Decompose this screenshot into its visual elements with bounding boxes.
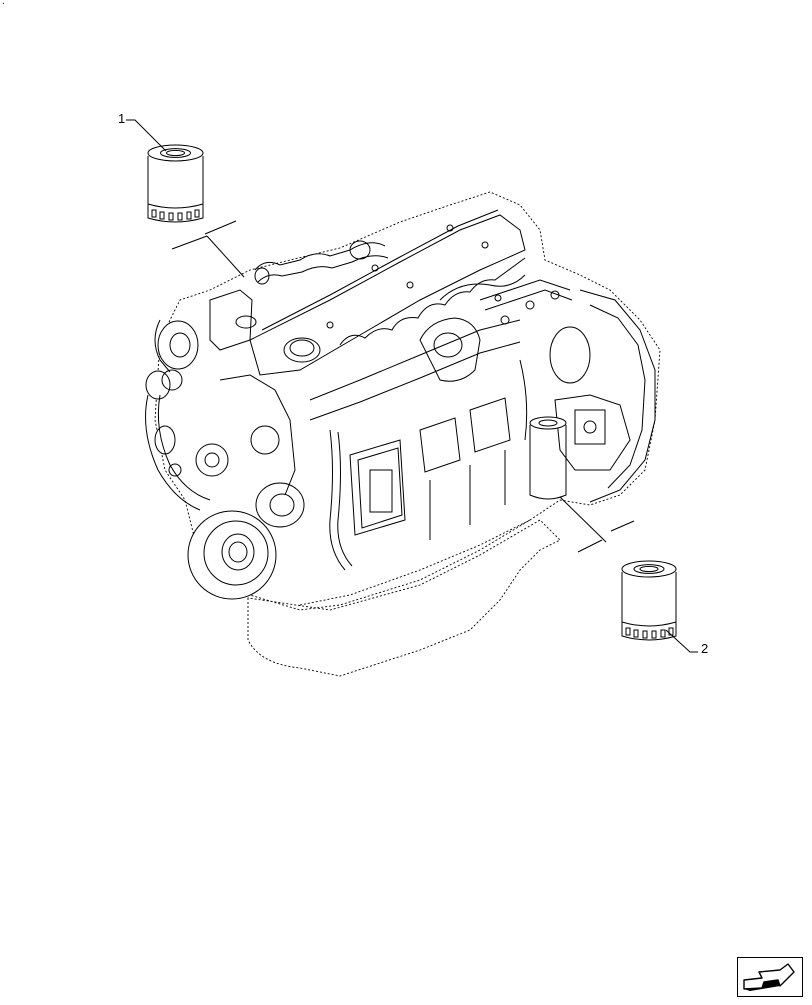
- install-pointer-2: [559, 496, 635, 553]
- callout-label-2: 2: [701, 641, 709, 656]
- filter-2: [621, 560, 677, 641]
- corner-mark: .: [2, 0, 5, 7]
- leader-line-2: [665, 629, 698, 653]
- engine-assembly: [145, 191, 661, 677]
- callout-label-1: 1: [118, 111, 126, 126]
- arrow-icon: [743, 963, 795, 991]
- filter-1: [147, 144, 204, 223]
- leader-line-1: [126, 119, 167, 152]
- install-pointer-1: [171, 220, 245, 278]
- navigation-button[interactable]: [737, 957, 803, 997]
